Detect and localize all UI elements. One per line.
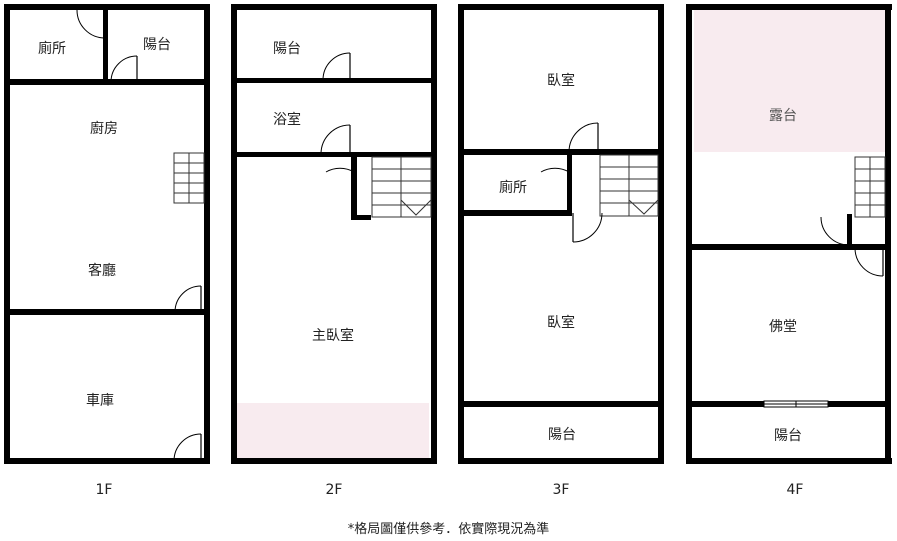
door-2f-stair bbox=[325, 167, 355, 200]
staircase-2f bbox=[371, 156, 432, 218]
door-3f-bedroom-bottom bbox=[572, 212, 603, 243]
room-3f-bedroom-1: 臥室 bbox=[547, 72, 575, 89]
room-3f-toilet: 廁所 bbox=[499, 179, 527, 196]
room-3f-balcony: 陽台 bbox=[548, 427, 576, 443]
disclaimer-note: *格局圖僅供參考．依實際現況為準 bbox=[347, 522, 550, 537]
door-3f-toilet bbox=[540, 167, 570, 200]
floor-label-4f: 4F bbox=[787, 482, 804, 498]
staircase-4f bbox=[854, 156, 886, 218]
room-2f-master-bedroom: 主臥室 bbox=[312, 327, 354, 344]
balcony-highlight-2f bbox=[237, 403, 429, 458]
room-1f-toilet: 廁所 bbox=[38, 40, 66, 57]
room-1f-living-room: 客廳 bbox=[88, 262, 116, 279]
room-1f-kitchen: 廚房 bbox=[90, 120, 118, 137]
room-3f-bedroom-2: 臥室 bbox=[547, 314, 575, 331]
door-4f-shrine bbox=[854, 247, 884, 277]
door-4f-stair bbox=[820, 216, 850, 246]
floor-3f bbox=[458, 4, 664, 464]
floor-1f bbox=[4, 4, 210, 464]
staircase-3f bbox=[599, 154, 659, 217]
door-1f-toilet bbox=[76, 9, 106, 39]
door-1f-living bbox=[174, 285, 202, 313]
room-2f-bathroom: 浴室 bbox=[273, 111, 301, 128]
floor-label-2f: 2F bbox=[326, 482, 343, 498]
floor-4f bbox=[686, 4, 892, 464]
door-2f-bath bbox=[320, 124, 351, 155]
room-4f-balcony: 陽台 bbox=[774, 428, 802, 444]
door-3f-bedroom-top bbox=[568, 122, 599, 153]
door-2f-balcony bbox=[322, 52, 351, 81]
door-1f-garage bbox=[173, 433, 202, 462]
floor-label-1f: 1F bbox=[96, 482, 113, 498]
terrace-highlight-4f bbox=[694, 10, 885, 152]
floor-label-3f: 3F bbox=[553, 482, 570, 498]
room-4f-terrace: 露台 bbox=[769, 108, 797, 124]
room-1f-balcony: 陽台 bbox=[143, 37, 171, 53]
room-1f-garage: 車庫 bbox=[86, 392, 114, 409]
door-1f-balcony bbox=[110, 55, 138, 83]
window-4f-balcony bbox=[763, 400, 829, 408]
staircase-1f bbox=[173, 152, 205, 204]
floor-2f bbox=[231, 4, 437, 464]
room-2f-balcony: 陽台 bbox=[273, 41, 301, 57]
room-4f-shrine: 佛堂 bbox=[769, 319, 797, 335]
